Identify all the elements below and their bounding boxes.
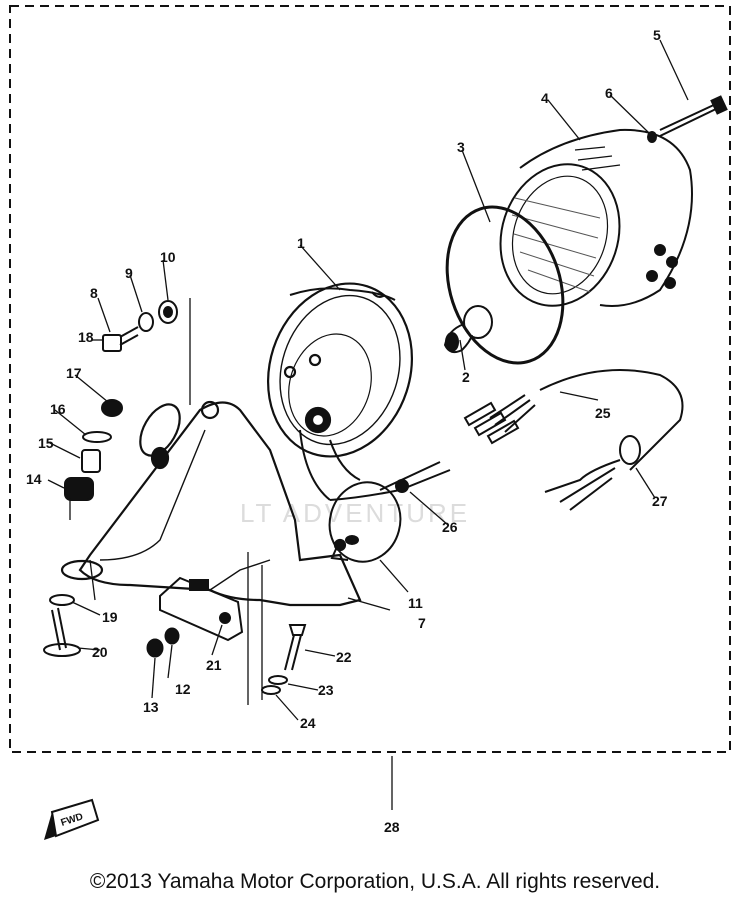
part-number-20: 20 bbox=[92, 644, 108, 660]
part-number-5: 5 bbox=[653, 27, 661, 43]
part-number-27: 27 bbox=[652, 493, 668, 509]
part-number-14: 14 bbox=[26, 471, 42, 487]
screw-washer bbox=[647, 131, 657, 143]
part-number-10: 10 bbox=[160, 249, 176, 265]
part-number-17: 17 bbox=[66, 365, 82, 381]
part-number-7: 7 bbox=[418, 615, 426, 631]
mounting-bracket bbox=[60, 400, 362, 607]
tail-lamp-lens bbox=[499, 128, 693, 307]
part-number-18: 18 bbox=[78, 329, 94, 345]
part-number-8: 8 bbox=[90, 285, 98, 301]
wire-harness bbox=[299, 369, 684, 511]
tail-bulb bbox=[443, 305, 493, 354]
part-number-11: 11 bbox=[408, 595, 423, 611]
part-number-21: 21 bbox=[206, 657, 222, 673]
license-bracket bbox=[159, 576, 244, 642]
part-number-24: 24 bbox=[300, 715, 316, 731]
reflector bbox=[328, 481, 402, 563]
lens-gasket bbox=[445, 205, 565, 365]
part-number-19: 19 bbox=[102, 609, 118, 625]
grommet-stack bbox=[64, 399, 123, 501]
plate-nuts bbox=[146, 627, 180, 658]
assembly-boundary bbox=[9, 5, 731, 753]
part-number-12: 12 bbox=[175, 681, 191, 697]
part-number-2: 2 bbox=[462, 369, 470, 385]
part-number-3: 3 bbox=[457, 139, 465, 155]
part-number-9: 9 bbox=[125, 265, 133, 281]
part-number-23: 23 bbox=[318, 682, 334, 698]
part-number-28: 28 bbox=[384, 819, 400, 835]
bracket-bolt-set bbox=[102, 300, 178, 352]
part-number-16: 16 bbox=[50, 401, 66, 417]
part-number-6: 6 bbox=[605, 85, 613, 101]
part-number-26: 26 bbox=[442, 519, 458, 535]
part-number-13: 13 bbox=[143, 699, 159, 715]
copyright-notice: ©2013 Yamaha Motor Corporation, U.S.A. A… bbox=[89, 870, 661, 893]
lower-bolt-set bbox=[261, 624, 307, 695]
part-number-25: 25 bbox=[595, 405, 611, 421]
fwd-arrow-icon: FWD bbox=[44, 798, 100, 840]
watermark-logo: LT ADVENTURE bbox=[240, 498, 470, 528]
lens-screw bbox=[659, 95, 728, 137]
part-number-4: 4 bbox=[541, 90, 549, 106]
leader-lines bbox=[47, 39, 689, 810]
lamp-base bbox=[266, 282, 414, 458]
bottom-bolt bbox=[43, 594, 81, 657]
part-number-1: 1 bbox=[297, 235, 305, 251]
part-number-22: 22 bbox=[336, 649, 352, 665]
part-number-15: 15 bbox=[38, 435, 54, 451]
